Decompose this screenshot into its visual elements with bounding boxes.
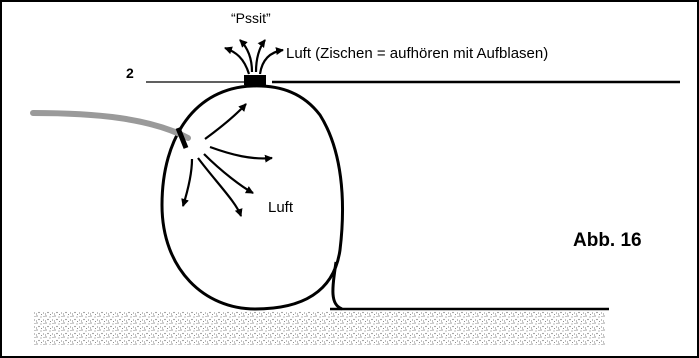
air-hose bbox=[30, 110, 191, 141]
ground-stipple bbox=[33, 311, 605, 345]
hose-nozzle bbox=[175, 127, 189, 149]
air-label: Luft bbox=[268, 199, 294, 216]
part-number-label: 2 bbox=[126, 65, 134, 81]
inflow-air-arrows bbox=[181, 103, 273, 217]
escape-air-arrows bbox=[224, 39, 284, 75]
valve bbox=[244, 75, 266, 85]
figure-caption: Abb. 16 bbox=[573, 230, 642, 251]
balloon-foot bbox=[331, 261, 343, 311]
air-escape-note: Luft (Zischen = aufhören mit Aufblasen) bbox=[286, 45, 549, 62]
sound-label: “Pssit” bbox=[231, 10, 271, 26]
inflatable-balloon bbox=[160, 84, 344, 311]
